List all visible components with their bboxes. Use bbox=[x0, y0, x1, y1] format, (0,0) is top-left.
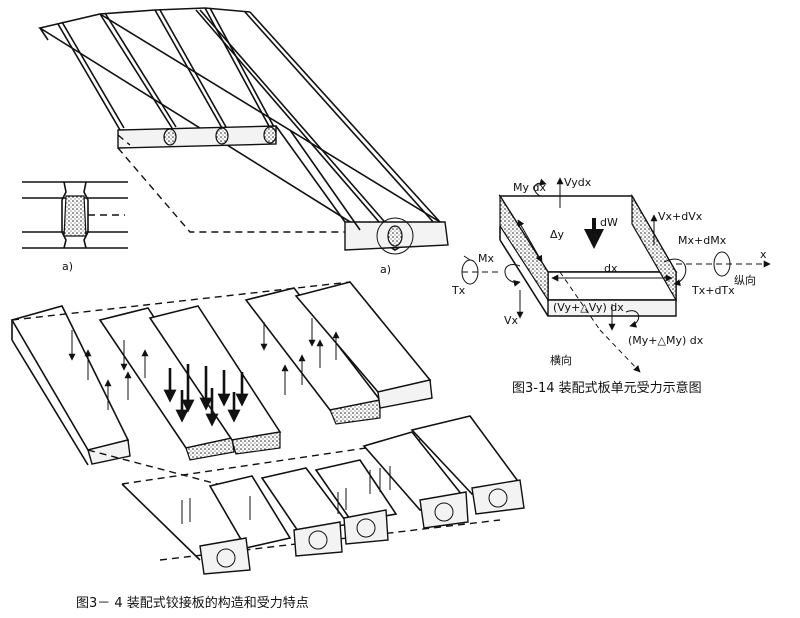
shear-arrows bbox=[68, 318, 340, 410]
label-vy-dx: Vydx bbox=[564, 176, 592, 189]
label-dx: dx bbox=[604, 262, 618, 275]
assembled-slab bbox=[37, 7, 449, 255]
label-tx: Tx bbox=[451, 284, 466, 297]
detail-label-left: a) bbox=[62, 260, 73, 273]
detail-label-right: a) bbox=[380, 263, 391, 276]
label-tx-dtx: Tx+dTx bbox=[691, 284, 735, 297]
caption-fig-3-14: 图3-14 装配式板单元受力示意图 bbox=[512, 380, 702, 396]
label-transverse: 横向 bbox=[550, 353, 572, 367]
label-dw: dW bbox=[600, 216, 618, 229]
force-element bbox=[461, 177, 771, 373]
label-longitudinal: 纵向 bbox=[734, 273, 756, 287]
label-vy-dvy: (Vy+△Vy) dx bbox=[553, 301, 624, 314]
label-x-axis: x bbox=[760, 248, 767, 261]
joint-detail-left bbox=[22, 181, 128, 249]
label-mx: Mx bbox=[478, 252, 494, 265]
loaded-planks bbox=[10, 281, 433, 491]
hollow-core-planks bbox=[121, 415, 525, 575]
label-my-dx: My dx bbox=[513, 181, 546, 194]
label-vx: Vx bbox=[504, 314, 519, 327]
label-mx-dmx: Mx+dMx bbox=[678, 234, 727, 247]
label-vx-dvx: Vx+dVx bbox=[658, 210, 703, 223]
label-my-dmy: (My+△My) dx bbox=[628, 334, 704, 347]
load-arrows bbox=[163, 364, 249, 427]
caption-fig-3-4: 图3－ 4 装配式铰接板的构造和受力特点 bbox=[76, 595, 309, 611]
label-delta-y: Δy bbox=[550, 228, 565, 241]
